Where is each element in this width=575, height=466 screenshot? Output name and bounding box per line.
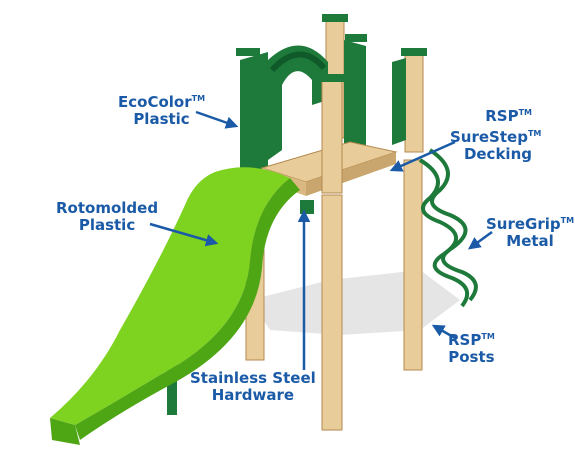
label-suregrip: SureGripTM Metal — [486, 215, 575, 250]
label-rsp-posts: RSPTM Posts — [448, 331, 495, 366]
arrow-icon — [467, 230, 493, 250]
ground-shadow — [250, 270, 460, 335]
arrow-icon — [195, 110, 239, 129]
label-rsp-decking: RSPTM SureStepTM Decking — [450, 107, 542, 163]
suregrip-climber — [418, 148, 478, 308]
callout-arrows — [149, 110, 493, 370]
ecocolor-panel — [236, 34, 406, 176]
label-rotomolded: Rotomolded Plastic — [56, 199, 159, 234]
arrow-icon — [389, 140, 456, 172]
slide — [50, 167, 300, 445]
label-ecocolor: EcoColorTM Plastic — [118, 93, 206, 128]
label-stainless-steel: Stainless Steel Hardware — [190, 369, 316, 404]
arrow-icon — [431, 324, 456, 340]
hardware-plate — [300, 200, 314, 214]
arrow-icon — [149, 222, 219, 247]
